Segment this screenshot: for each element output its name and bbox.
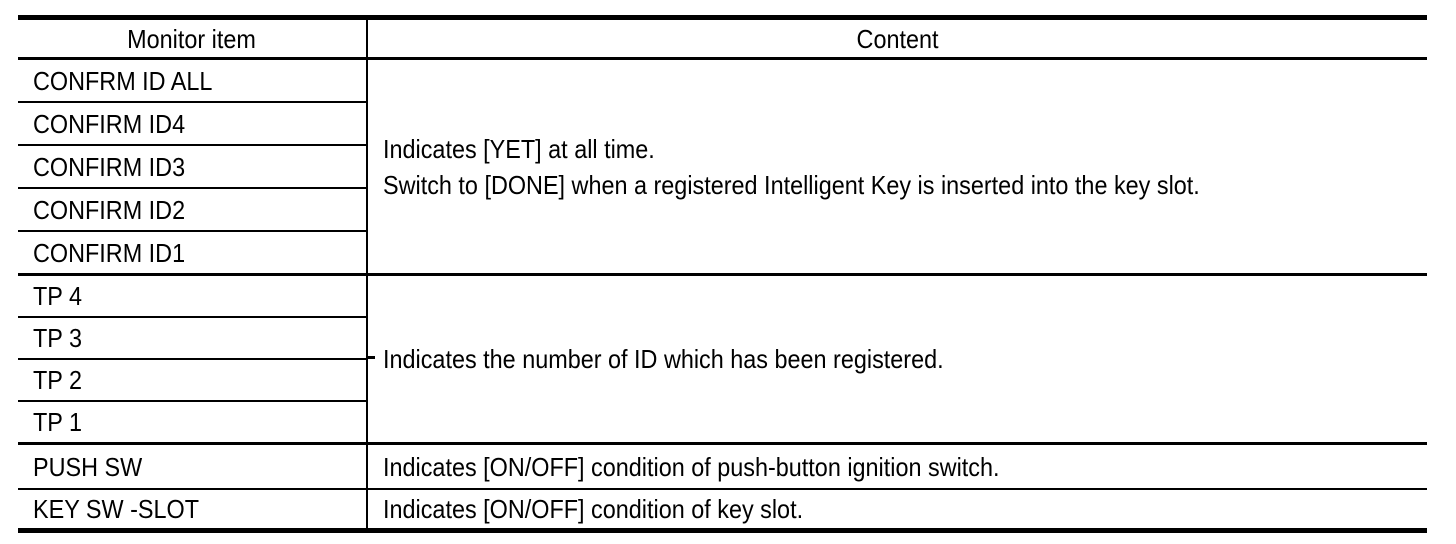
monitor-item-cell: CONFIRM ID4 — [18, 102, 368, 146]
table-row-confirm-id2: CONFIRM ID2 — [18, 188, 1427, 232]
content-text: Indicates [ON/OFF] condition of push-but… — [383, 451, 1000, 482]
monitor-item-cell: TP 3 — [18, 317, 368, 360]
table-row-confirm-id1: CONFIRM ID1 — [18, 231, 1427, 276]
monitor-item-cell: TP 4 — [18, 274, 368, 318]
monitor-item-label: CONFIRM ID2 — [33, 194, 186, 225]
monitor-item-label: CONFIRM ID3 — [33, 151, 186, 182]
table-row-tp3: TP 3 — [18, 317, 1427, 360]
column-header-monitor-item: Monitor item — [18, 17, 368, 60]
table-row-confirm-id4: CONFIRM ID4 — [18, 102, 1427, 146]
column-header-monitor-item-label: Monitor item — [127, 23, 257, 54]
content-cell-tp-group: Indicates the number of ID which has bee… — [367, 274, 1427, 445]
monitor-item-label: KEY SW -SLOT — [33, 494, 200, 524]
monitor-item-label: TP 2 — [33, 365, 82, 395]
monitor-item-cell: TP 2 — [18, 359, 368, 402]
content-text: Indicates the number of ID which has bee… — [383, 344, 944, 374]
monitor-item-label: CONFIRM ID4 — [33, 108, 186, 139]
monitor-item-cell: CONFIRM ID1 — [18, 231, 368, 276]
table-row-confrm-id-all: CONFRM ID ALL Indicates [YET] at all tim… — [18, 58, 1427, 276]
content-cell-key-sw-slot: Indicates [ON/OFF] condition of key slot… — [367, 489, 1427, 531]
table-row-tp4: TP 4 Indicates the number of ID which ha… — [18, 274, 1427, 445]
content-text: Indicates [YET] at all time. Switch to [… — [383, 133, 1200, 200]
monitor-item-cell: PUSH SW — [18, 443, 368, 490]
content-cell-confirm-group: Indicates [YET] at all time. Switch to [… — [367, 58, 1427, 276]
monitor-item-cell: KEY SW -SLOT — [18, 489, 368, 531]
monitor-item-cell: TP 1 — [18, 401, 368, 445]
monitor-items-table: Monitor item Content CONFRM ID ALL Indic… — [18, 15, 1427, 533]
table-row-confirm-id3: CONFIRM ID3 — [18, 145, 1427, 189]
monitor-item-label: TP 1 — [33, 407, 82, 437]
monitor-item-cell: CONFIRM ID3 — [18, 145, 368, 189]
monitor-item-label: TP 3 — [33, 323, 82, 353]
divider-line-overhang — [368, 356, 375, 359]
monitor-item-cell: CONFRM ID ALL — [18, 58, 368, 103]
monitor-item-label: TP 4 — [33, 281, 82, 311]
table-header-row: Monitor item Content — [18, 17, 1427, 60]
content-text: Indicates [ON/OFF] condition of key slot… — [383, 494, 804, 524]
table-row-push-sw: PUSH SW Indicates [ON/OFF] condition of … — [18, 443, 1427, 490]
table-row-key-sw-slot: KEY SW -SLOT Indicates [ON/OFF] conditio… — [18, 489, 1427, 531]
monitor-item-label: CONFIRM ID1 — [33, 237, 186, 268]
column-header-content-label: Content — [856, 23, 939, 54]
content-cell-push-sw: Indicates [ON/OFF] condition of push-but… — [367, 443, 1427, 490]
monitor-item-label: CONFRM ID ALL — [33, 65, 213, 96]
monitor-item-label: PUSH SW — [33, 451, 143, 482]
table-row-tp1: TP 1 — [18, 401, 1427, 445]
monitor-item-cell: CONFIRM ID2 — [18, 188, 368, 232]
column-header-content: Content — [367, 17, 1427, 60]
table-row-tp2: TP 2 — [18, 359, 1427, 402]
